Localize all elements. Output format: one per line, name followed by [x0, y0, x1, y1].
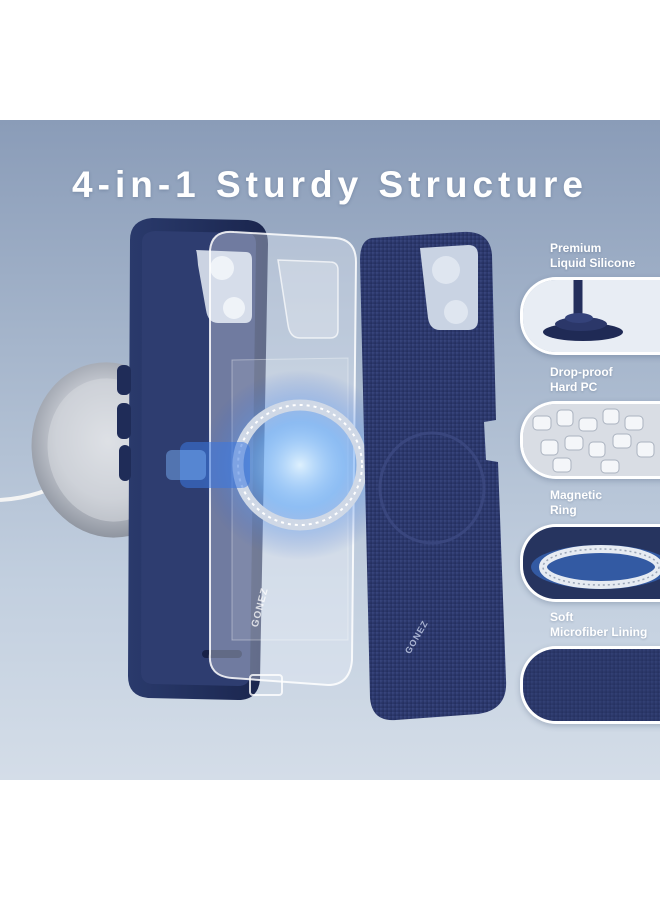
exploded-case-illustration: [0, 218, 507, 721]
page-title: 4-in-1 Sturdy Structure: [72, 164, 588, 205]
feature-label: Soft Microfiber Lining: [550, 610, 648, 639]
magnetic-ring: [166, 370, 400, 560]
clear-pc-pellets-icon: [520, 401, 660, 479]
microfiber-lining: [360, 231, 507, 721]
feature-magnetic-ring: Magnetic Ring: [520, 488, 660, 602]
feature-label: Premium Liquid Silicone: [550, 241, 636, 270]
product-banner: 4-in-1 Sturdy Structure GONEZ GONEZ Prem…: [0, 120, 660, 780]
magnetic-ring-icon: [520, 524, 660, 602]
microfiber-fabric-icon: [520, 646, 660, 724]
feature-hard-pc: Drop-proof Hard PC: [520, 365, 660, 479]
feature-label: Magnetic Ring: [550, 488, 603, 517]
liquid-silicone-swirl-icon: [520, 277, 660, 355]
feature-label: Drop-proof Hard PC: [550, 365, 613, 394]
feature-microfiber-lining: Soft Microfiber Lining: [520, 610, 660, 724]
feature-liquid-silicone: Premium Liquid Silicone: [520, 241, 660, 355]
